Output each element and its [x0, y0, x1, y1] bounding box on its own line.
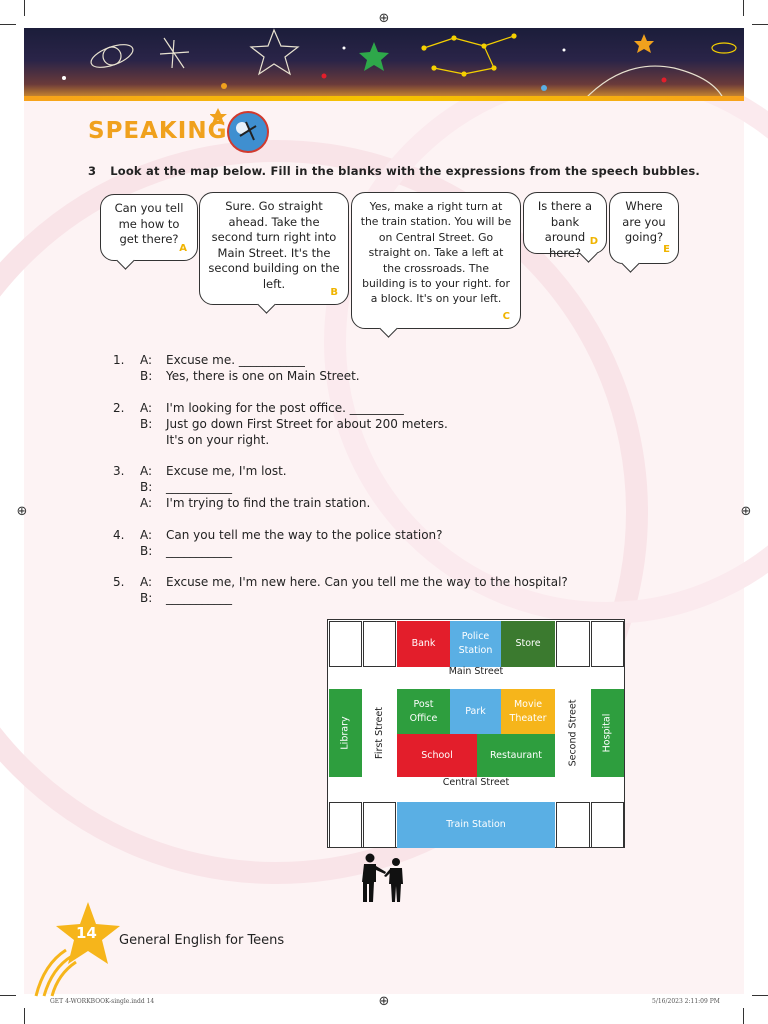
map-block-empty	[329, 621, 362, 667]
print-slug-file: GET 4-WORKBOOK-single.indd 14	[50, 998, 155, 1005]
map-block-empty	[591, 621, 624, 667]
dialogue-line: Excuse me. ___________	[166, 353, 305, 367]
map-restaurant: Restaurant	[477, 734, 555, 777]
registration-mark-icon: ⊕	[378, 994, 390, 1009]
speech-bubble-e: Where are you going? E	[609, 192, 679, 273]
map-block-empty	[556, 621, 590, 667]
speaker-label: B:	[140, 480, 153, 494]
registration-mark-icon: ⊕	[740, 504, 752, 519]
speech-bubble-a: Can you tell me how to get there? A	[100, 194, 198, 270]
book-title: General English for Teens	[119, 933, 285, 948]
bubble-letter: C	[502, 310, 510, 322]
bubble-text: Yes, make a right turn at the train stat…	[360, 200, 512, 306]
banner-strip	[24, 96, 744, 101]
map-second-street: Second Street	[556, 689, 590, 777]
map-block-empty	[329, 802, 362, 848]
dialogue-line: Can you tell me the way to the police st…	[166, 528, 443, 542]
bubble-text: Can you tell me how to get there?	[114, 201, 184, 246]
speaker-label: A:	[140, 353, 153, 367]
crop-mark	[24, 0, 25, 16]
map-movie-theater: Movie Theater	[501, 689, 555, 734]
dialogue-line: It's on your right.	[166, 433, 270, 447]
speech-bubble-c: Yes, make a right turn at the train stat…	[351, 192, 521, 338]
map-hospital: Hospital	[591, 689, 624, 777]
speech-bubble-d: Is there a bank around here? D	[523, 192, 607, 263]
map-library-label: Library	[339, 716, 351, 750]
dialogue-line: Excuse me, I'm new here. Can you tell me…	[166, 575, 568, 589]
map-first-street-label: First Street	[373, 707, 385, 759]
speaking-globe-icon	[209, 106, 272, 158]
map-hospital-label: Hospital	[601, 713, 613, 753]
map-main-street-label: Main Street	[448, 666, 504, 677]
map-block-empty	[363, 802, 396, 848]
speech-bubble-b: Sure. Go straight ahead. Take the second…	[199, 192, 349, 314]
task-text: Look at the map below. Fill in the blank…	[110, 164, 700, 178]
bubble-letter: A	[179, 242, 187, 254]
map-central-street-label: Central Street	[442, 777, 510, 788]
bubble-text: Where are you going?	[622, 199, 666, 244]
exercise-number: 3.	[113, 464, 125, 478]
answer-blank[interactable]: ___________	[166, 544, 232, 558]
crop-mark	[0, 24, 16, 25]
map-park: Park	[450, 689, 501, 734]
registration-mark-icon: ⊕	[378, 11, 390, 26]
map-block-empty	[591, 802, 624, 848]
map-train-station: Train Station	[397, 802, 555, 848]
bubble-text: Is there a bank around here?	[537, 199, 593, 260]
dialogue-line: I'm trying to find the train station.	[166, 496, 371, 510]
map-bank: Bank	[397, 621, 450, 667]
speaker-label: B:	[140, 417, 153, 431]
section-title: SPEAKING	[88, 118, 228, 144]
crop-mark	[24, 1008, 25, 1024]
dialogue-line: I'm looking for the post office. _______…	[166, 401, 404, 415]
crop-mark	[743, 1008, 744, 1024]
map-library: Library	[329, 689, 362, 777]
bubble-letter: B	[330, 286, 338, 298]
map-school: School	[397, 734, 477, 777]
task-instruction: 3 Look at the map below. Fill in the blan…	[88, 164, 700, 178]
space-banner	[24, 28, 744, 100]
speaker-label: B:	[140, 591, 153, 605]
map-second-street-label: Second Street	[567, 699, 579, 767]
map-post-office: Post Office	[397, 689, 450, 734]
bubble-letter: D	[589, 235, 598, 247]
bubble-text: Sure. Go straight ahead. Take the second…	[208, 199, 340, 291]
map-first-street: First Street	[363, 689, 396, 777]
dialogue-line: Yes, there is one on Main Street.	[166, 369, 360, 383]
speaker-label: A:	[140, 575, 153, 589]
dialogue-line: Just go down First Street for about 200 …	[166, 417, 448, 431]
people-silhouette-icon	[356, 852, 408, 908]
crop-mark	[0, 995, 16, 996]
answer-blank[interactable]: ___________	[166, 480, 232, 494]
speaker-label: A:	[140, 496, 153, 510]
map-block-empty	[556, 802, 590, 848]
crop-mark	[752, 24, 768, 25]
map-store: Store	[501, 621, 555, 667]
space-banner-art	[62, 28, 737, 100]
bubble-letter: E	[663, 243, 670, 255]
exercise-number: 4.	[113, 528, 125, 542]
dialogue-line: Excuse me, I'm lost.	[166, 464, 287, 478]
speaker-label: A:	[140, 528, 153, 542]
crop-mark	[743, 0, 744, 16]
footer-star-icon	[32, 898, 122, 1002]
exercise-number: 1.	[113, 353, 125, 367]
task-number: 3	[88, 164, 97, 178]
speaker-label: A:	[140, 464, 153, 478]
map-police-station: Police Station	[450, 621, 501, 667]
speaker-label: B:	[140, 544, 153, 558]
registration-mark-icon: ⊕	[16, 504, 28, 519]
street-map: Bank Police Station Store Main Street Li…	[327, 619, 625, 848]
answer-blank[interactable]: ___________	[166, 591, 232, 605]
page-number: 14	[76, 924, 97, 942]
exercise-number: 5.	[113, 575, 125, 589]
exercise-number: 2.	[113, 401, 125, 415]
print-slug-date: 5/16/2023 2:11:09 PM	[652, 998, 720, 1005]
speaker-label: B:	[140, 369, 153, 383]
crop-mark	[752, 995, 768, 996]
speaker-label: A:	[140, 401, 153, 415]
map-block-empty	[363, 621, 396, 667]
